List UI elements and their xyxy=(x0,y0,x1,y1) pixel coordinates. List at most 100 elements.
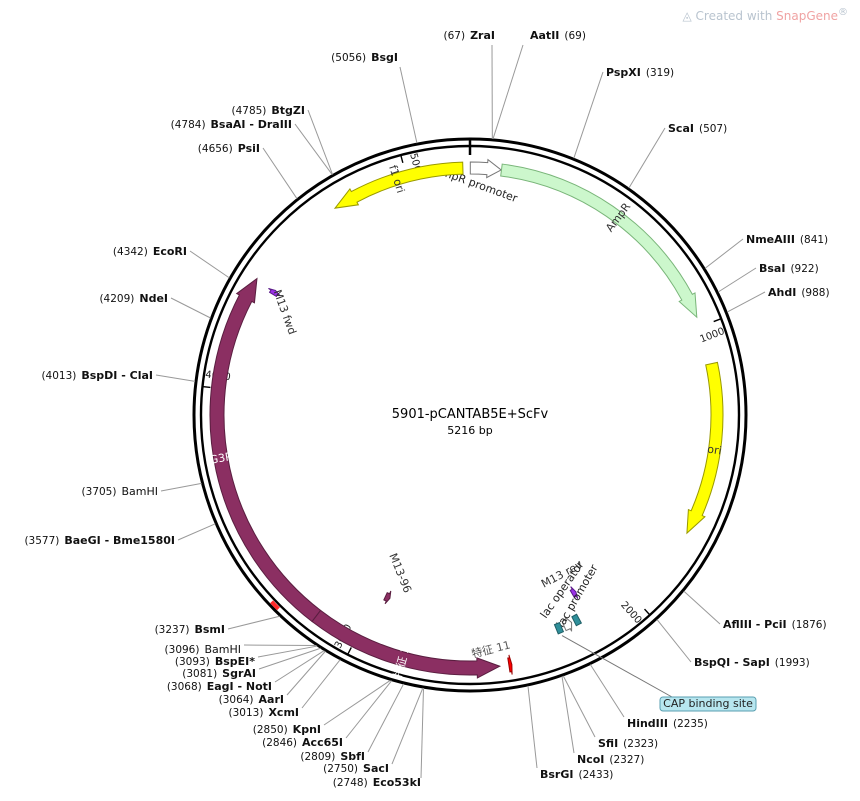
enzyme-site-ncoi[interactable]: NcoI(2327) xyxy=(561,676,644,766)
feature-g3p-arrow[interactable] xyxy=(209,277,322,623)
enzyme-site-ecori[interactable]: (4342)EcoRI xyxy=(113,245,230,279)
enzyme-site-bsgi[interactable]: (5056) BsgI xyxy=(331,51,418,144)
enzyme-position: (4785) xyxy=(231,105,266,117)
feature-ori-arrow[interactable] xyxy=(686,361,724,535)
enzyme-name: AarI xyxy=(259,693,284,706)
enzyme-site-bamhi[interactable]: (3705)BamHI xyxy=(82,482,202,498)
enzyme-site-bsaai-draiii[interactable]: (4784)BsaAI - DraIII xyxy=(171,118,333,175)
enzyme-label: (3064)AarI xyxy=(219,693,284,706)
enzyme-site-bsai[interactable]: BsaI(922) xyxy=(717,262,819,293)
enzyme-site-bspdi-clai[interactable]: (4013)BspDI - ClaI xyxy=(41,369,196,382)
enzyme-name: BsgI xyxy=(371,51,398,64)
enzyme-name: SbfI xyxy=(340,750,365,763)
enzyme-site-sbfi[interactable]: (2809)SbfI xyxy=(300,683,405,763)
enzyme-site-sfii[interactable]: SfiI(2323) xyxy=(562,675,658,750)
enzyme-label: (3081)SgrAI xyxy=(182,667,256,680)
enzyme-site-ndei[interactable]: (4209)NdeI xyxy=(99,292,211,319)
feature-ampr-arrow[interactable] xyxy=(500,163,698,319)
enzyme-label: (2750)SacI xyxy=(323,762,389,775)
plasmid-length: 5216 bp xyxy=(447,424,492,437)
enzyme-leader-line xyxy=(294,123,333,175)
enzyme-leader-line xyxy=(562,675,596,738)
enzyme-site-eagi-noti[interactable]: (3068)EagI - NotI xyxy=(167,650,325,693)
enzyme-site-psii[interactable]: (4656)PsiI xyxy=(198,142,298,199)
enzyme-leader-line xyxy=(573,71,604,159)
feature-lac-promoter-arrow[interactable] xyxy=(561,616,573,632)
enzyme-leader-line xyxy=(391,687,424,765)
enzyme-label: (3096)BamHI xyxy=(165,643,241,656)
scale-tick-label: 2000 xyxy=(618,600,643,626)
enzyme-site-xcmi[interactable]: (3013)XcmI xyxy=(229,659,341,719)
enzyme-label: NcoI(2327) xyxy=(577,753,644,766)
feature-m13-fwd-arrow[interactable] xyxy=(268,287,281,298)
enzyme-name: Eco53kI xyxy=(373,776,421,789)
enzyme-position: (69) xyxy=(564,30,586,42)
enzyme-site-scai[interactable]: ScaI(507) xyxy=(628,122,727,189)
watermark-brand: SnapGene xyxy=(776,9,838,23)
enzyme-label: AhdI(988) xyxy=(768,286,830,299)
enzyme-name: PspXI xyxy=(606,66,641,79)
enzyme-site-bsmi[interactable]: (3237)BsmI xyxy=(155,615,280,636)
enzyme-site-hindiii[interactable]: HindIII(2235) xyxy=(589,664,708,730)
feature-m13-96-arrow[interactable] xyxy=(383,590,392,605)
scale-tick xyxy=(203,385,211,389)
enzyme-site-bamhi[interactable]: (3096)BamHI xyxy=(165,643,317,656)
feature-cap-binding-site-arrow[interactable] xyxy=(553,621,565,635)
enzyme-position: (3705) xyxy=(82,486,117,498)
enzyme-site-saci[interactable]: (2750)SacI xyxy=(323,687,424,775)
enzyme-name: HindIII xyxy=(627,717,668,730)
feature-ampr-promoter-arrow[interactable] xyxy=(469,158,503,179)
enzyme-label: (4013)BspDI - ClaI xyxy=(41,369,153,382)
feature-label: 特征 11 xyxy=(470,638,512,661)
feature-lac-operator-arrow[interactable] xyxy=(571,613,583,627)
enzyme-site-baegi-bme1580i[interactable]: (3577)BaeGI - Bme1580I xyxy=(24,523,216,547)
enzyme-site-bspei[interactable]: (3093)BspEI* xyxy=(175,645,318,668)
enzyme-position: (507) xyxy=(699,123,727,135)
enzyme-name: NdeI xyxy=(139,292,168,305)
enzyme-name: PsiI xyxy=(238,142,260,155)
enzyme-site-pspxi[interactable]: PspXI (319) xyxy=(573,66,674,159)
feature-f1-ori-arrow[interactable] xyxy=(333,161,464,209)
backbone-highlight xyxy=(270,600,280,611)
enzyme-site-zrai[interactable]: (67)ZraI xyxy=(444,29,495,139)
enzyme-site-kpni[interactable]: (2850)KpnI xyxy=(253,679,391,736)
enzyme-leader-line xyxy=(274,650,325,683)
feature-11-arrow[interactable] xyxy=(507,654,513,675)
enzyme-position: (1993) xyxy=(775,657,810,669)
enzyme-name: AhdI xyxy=(768,286,796,299)
enzyme-leader-line xyxy=(527,685,538,769)
enzyme-name: BspEI* xyxy=(215,655,255,668)
enzyme-site-afliii-pcii[interactable]: AflIII - PciI(1876) xyxy=(683,590,827,631)
enzyme-label: (67)ZraI xyxy=(444,29,495,42)
feature-label: M13 fwd xyxy=(271,288,299,336)
enzyme-leader-line xyxy=(589,664,625,718)
enzyme-site-btgzi[interactable]: (4785)BtgZI xyxy=(231,104,334,175)
snapgene-logo-icon: ◬ xyxy=(682,9,696,23)
enzyme-site-acc65i[interactable]: (2846)Acc65I xyxy=(262,680,393,749)
enzyme-site-eco53ki[interactable]: (2748)Eco53kI xyxy=(333,688,425,789)
enzyme-name: AatII xyxy=(530,29,559,42)
enzyme-site-aatii[interactable]: AatII (69) xyxy=(492,29,586,140)
enzyme-position: (319) xyxy=(646,67,674,79)
enzyme-position: (5056) xyxy=(331,52,366,64)
enzyme-leader-line xyxy=(726,291,766,313)
enzyme-site-sgrai[interactable]: (3081)SgrAI xyxy=(182,647,321,680)
enzyme-site-nmeaiii[interactable]: NmeAIII(841) xyxy=(704,233,828,269)
enzyme-position: (3013) xyxy=(229,707,264,719)
enzyme-site-aari[interactable]: (3064)AarI xyxy=(219,650,326,706)
enzyme-leader-line xyxy=(628,127,666,189)
enzyme-position: (2846) xyxy=(262,737,297,749)
enzyme-leader-line xyxy=(189,250,230,279)
watermark-mark: ® xyxy=(838,7,848,18)
enzyme-position: (4013) xyxy=(41,370,76,382)
feature-10-arrow[interactable] xyxy=(311,609,502,679)
snapgene-watermark: ◬ Created with SnapGene® xyxy=(683,7,849,23)
enzyme-label: (4656)PsiI xyxy=(198,142,260,155)
enzyme-site-bsrgi[interactable]: BsrGI(2433) xyxy=(527,685,613,781)
enzyme-site-ahdi[interactable]: AhdI(988) xyxy=(726,286,830,313)
enzyme-label: HindIII(2235) xyxy=(627,717,708,730)
enzyme-position: (3096) xyxy=(165,644,200,656)
scale-tick xyxy=(347,647,352,654)
feature-m13-rev-arrow[interactable] xyxy=(569,586,579,599)
enzyme-site-bspqi-sapi[interactable]: BspQI - SapI(1993) xyxy=(656,619,810,669)
